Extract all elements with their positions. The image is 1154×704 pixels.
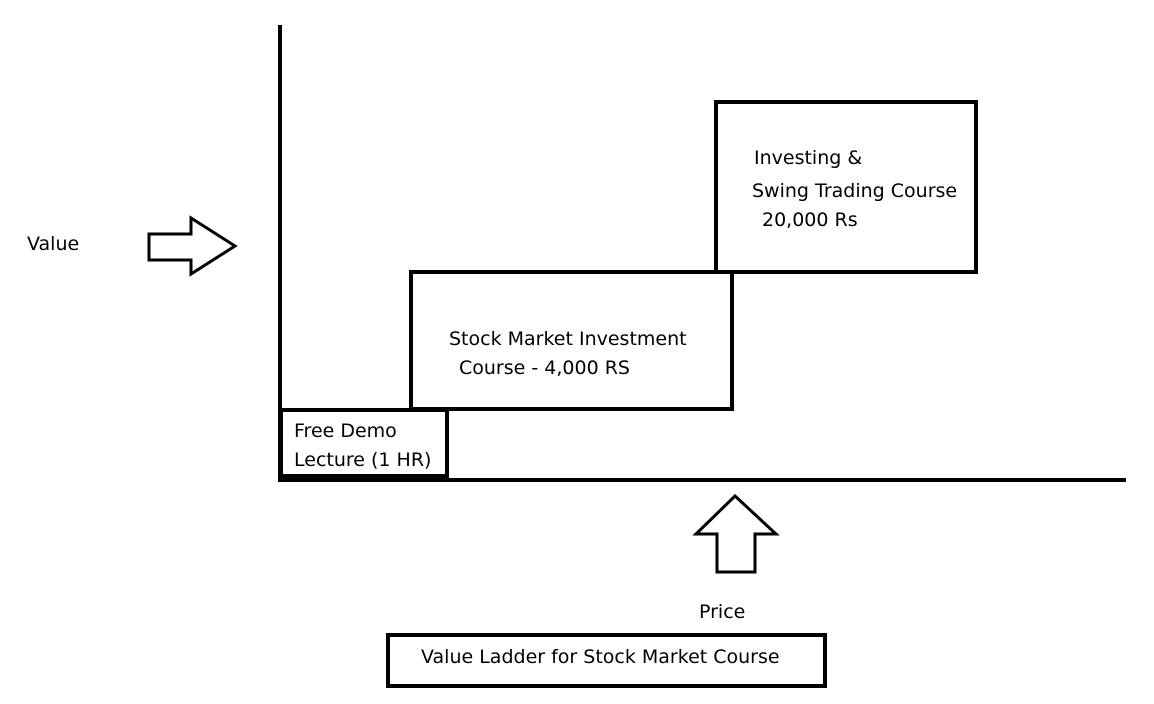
step-investment-course-line2: Course - 4,000 RS xyxy=(459,357,630,379)
step-swing-trading-course-box xyxy=(714,100,978,274)
value-arrow-right-icon xyxy=(147,215,238,277)
step-swing-trading-line3: 20,000 Rs xyxy=(762,209,858,231)
y-axis-label: Value xyxy=(27,233,80,255)
step-swing-trading-line2: Swing Trading Course xyxy=(752,180,958,202)
caption-text: Value Ladder for Stock Market Course xyxy=(421,646,780,668)
step-free-demo-box xyxy=(279,408,449,478)
price-arrow-up-icon xyxy=(692,493,780,574)
step-free-demo-line1: Free Demo xyxy=(294,420,397,442)
step-investment-course-box xyxy=(409,270,734,411)
caption-box xyxy=(386,633,827,688)
step-free-demo-line2: Lecture (1 HR) xyxy=(294,449,432,471)
x-axis-label: Price xyxy=(699,601,746,623)
step-investment-course-line1: Stock Market Investment xyxy=(449,328,687,350)
step-swing-trading-line1: Investing & xyxy=(754,147,863,169)
